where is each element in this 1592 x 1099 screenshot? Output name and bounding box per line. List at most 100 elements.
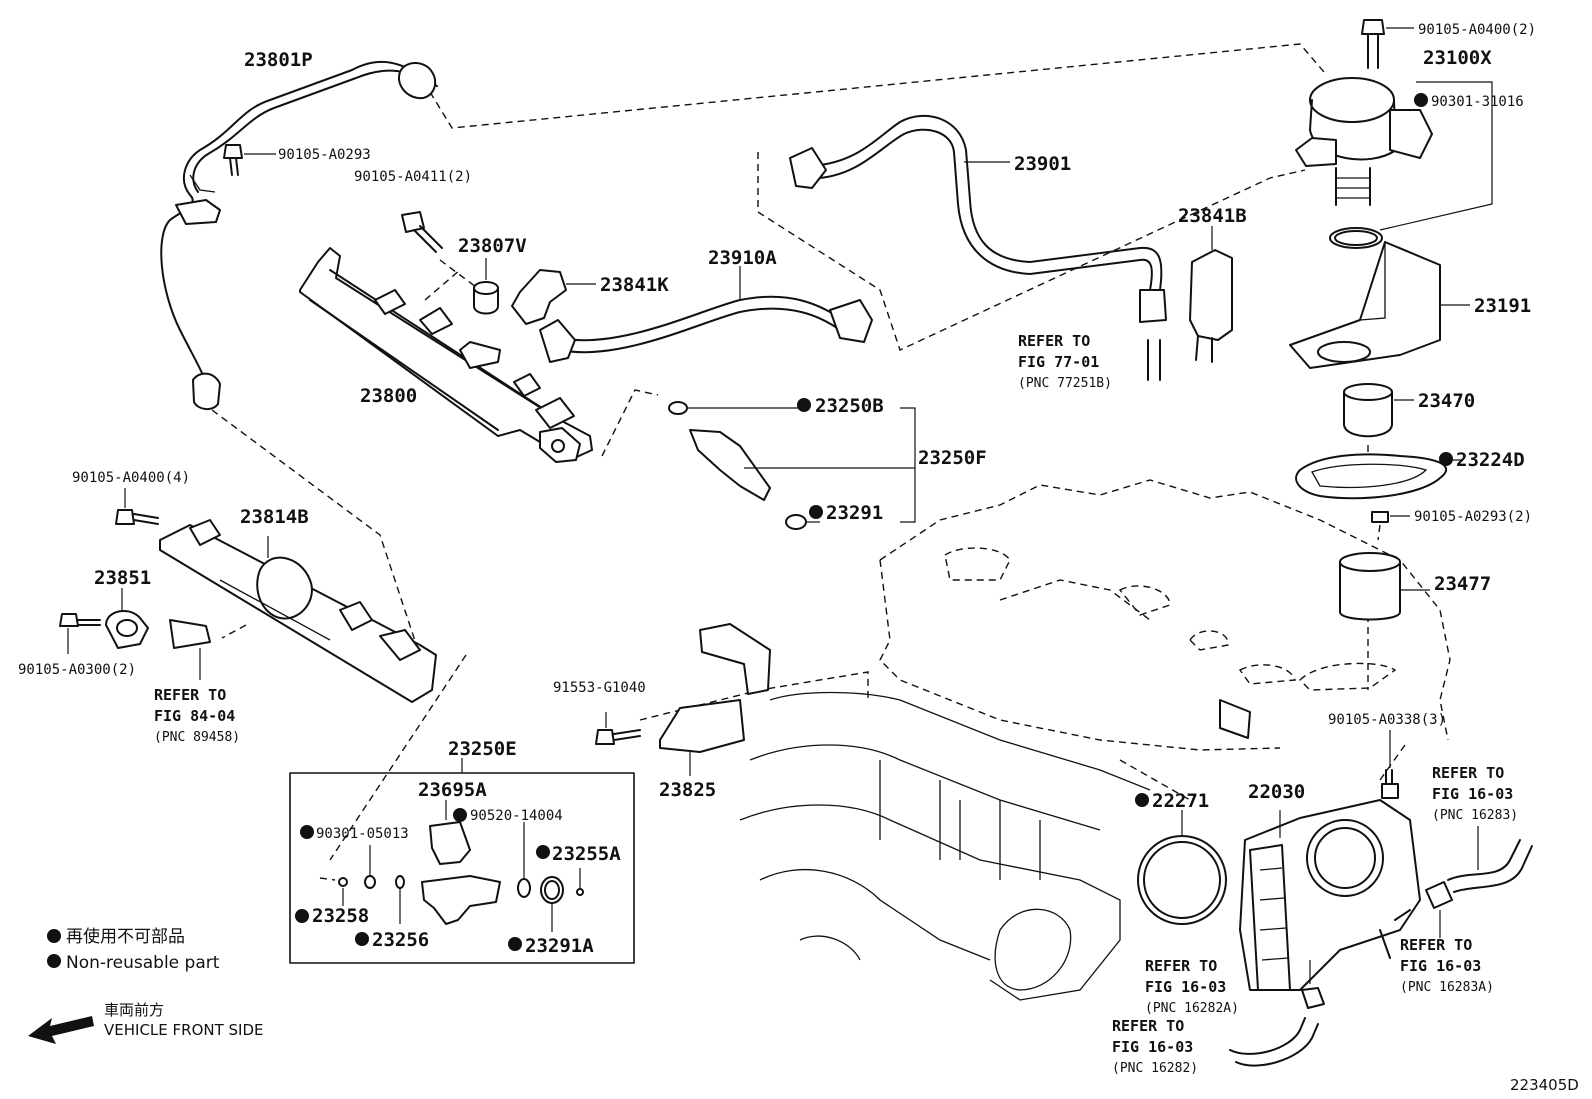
refer-to-text: REFER TO [1145,957,1217,975]
filled-circle-icon [797,398,811,412]
label-23255A: 23255A [552,843,621,865]
label-90301-31016: 90301-31016 [1431,94,1524,110]
gasket-22271 [1137,810,1227,925]
fig-16-03-text: FIG 16-03 [1432,785,1513,803]
label-90105-A0400-2: 90105-A0400(2) [1418,22,1536,38]
bolt-90105-A0293 [223,144,276,176]
label-22271: 22271 [1152,790,1209,812]
clamp-23841B [1189,226,1233,363]
label-23250E: 23250E [448,738,517,760]
label-23851: 23851 [94,567,151,589]
label-90520-14004: 90520-14004 [470,808,563,824]
legend-front-en: VEHICLE FRONT SIDE [104,1021,264,1039]
bolt-90105-A0400-2 [1361,19,1414,69]
label-23841K: 23841K [600,274,669,296]
pnc-89458-text: (PNC 89458) [154,730,240,745]
filled-circle-icon [809,505,823,519]
refer-to-text: REFER TO [1432,764,1504,782]
label-90105-A0293-2: 90105-A0293(2) [1414,509,1532,525]
collar-23807V [473,258,499,315]
filled-circle-icon [453,808,467,822]
label-23910A: 23910A [708,247,777,269]
label-23100X: 23100X [1423,47,1492,69]
throttle-body-22030 [1239,799,1421,991]
filled-circle-icon [536,845,550,859]
label-23256: 23256 [372,929,429,951]
fig-16-03-text: FIG 16-03 [1112,1038,1193,1056]
refer-to-text: REFER TO [1018,332,1090,350]
fig-16-03-text: FIG 16-03 [1145,978,1226,996]
filled-circle-icon [300,825,314,839]
filled-circle-icon [1414,93,1428,107]
label-23825: 23825 [659,779,716,801]
label-22030: 22030 [1248,781,1305,803]
fuel-delivery-pipe-23800 [299,247,593,463]
label-90105-A0338: 90105-A0338(3) [1328,712,1446,728]
label-23800: 23800 [360,385,417,407]
label-90301-05013: 90301-05013 [316,826,409,842]
label-23801P: 23801P [244,49,313,71]
pnc-16283A-text: (PNC 16283A) [1400,980,1494,995]
label-90105-A0293: 90105-A0293 [278,147,371,163]
engine-intake-manifold-outline [739,479,1451,1001]
label-23814B: 23814B [240,506,309,528]
label-91553-G1040: 91553-G1040 [553,680,646,696]
gasket-23224D [1295,453,1462,500]
label-23224D: 23224D [1456,449,1525,471]
legend-non-reusable-jp: 再使用不可部品 [66,926,185,947]
label-23250F: 23250F [918,447,987,469]
legend-front-jp: 車両前方 [104,1001,164,1019]
filled-circle-icon [47,954,61,968]
bolt-90105-A0411 [401,211,443,253]
filled-circle-icon [508,937,522,951]
label-23191: 23191 [1474,295,1531,317]
diagram-id: 223405D [1510,1076,1579,1094]
insulator-23825 [659,623,771,776]
refer-to-text: REFER TO [1112,1017,1184,1035]
fuel-tube-23910A [539,266,873,363]
fig-77-01-text: FIG 77-01 [1018,353,1099,371]
fig-16-03-text: FIG 16-03 [1400,957,1481,975]
label-23250B: 23250B [815,395,884,417]
pnc-77251B-text: (PNC 77251B) [1018,376,1112,391]
pnc-16282A-text: (PNC 16282A) [1145,1001,1239,1016]
filled-circle-icon [1439,452,1453,466]
bolt-90105-A0293-2 [1371,511,1410,523]
bracket-23191 [1289,241,1470,369]
fuel-tube-23801P [160,60,438,410]
pnc-16282-text: (PNC 16282) [1112,1061,1198,1076]
legend-non-reusable-en: Non-reusable part [66,953,220,973]
left-arrow-icon [28,1016,94,1044]
fuel-tube-23901 [789,114,1167,323]
label-90105-A0400-4: 90105-A0400(4) [72,470,190,486]
injector-kit-box-23250E [289,758,635,964]
legend: 再使用不可部品 Non-reusable part 車両前方 VEHICLE F… [28,926,264,1044]
label-23470: 23470 [1418,390,1475,412]
refer-to-labels: REFER TO FIG 77-01 (PNC 77251B) REFER TO… [154,332,1518,1076]
filled-circle-icon [1135,793,1149,807]
filled-circle-icon [355,932,369,946]
lifter-23470 [1343,383,1414,438]
label-23258: 23258 [312,905,369,927]
label-23841B: 23841B [1178,205,1247,227]
filled-circle-icon [47,929,61,943]
fuel-rail-23814B [159,519,437,703]
label-23695A: 23695A [418,779,487,801]
label-90105-A0411: 90105-A0411(2) [354,169,472,185]
pnc-16283-text: (PNC 16283) [1432,808,1518,823]
refer-to-text: REFER TO [1400,936,1472,954]
label-23477: 23477 [1434,573,1491,595]
bolt-90105-A0400-4 [115,488,159,525]
pressure-sensor-connector [169,619,211,680]
label-90105-A0300-2: 90105-A0300(2) [18,662,136,678]
label-23901: 23901 [1014,153,1071,175]
vent-hose-stub [1147,339,1161,381]
bolt-90105-A0338-3 [1381,730,1399,799]
part-number-labels: 23801P 90105-A0293 90105-A0411(2) 23807V… [18,22,1536,957]
refer-to-text: REFER TO [154,686,226,704]
coolant-hoses [1229,826,1533,1067]
label-23807V: 23807V [458,235,527,257]
label-23291: 23291 [826,502,883,524]
clip-23841K [511,269,596,325]
